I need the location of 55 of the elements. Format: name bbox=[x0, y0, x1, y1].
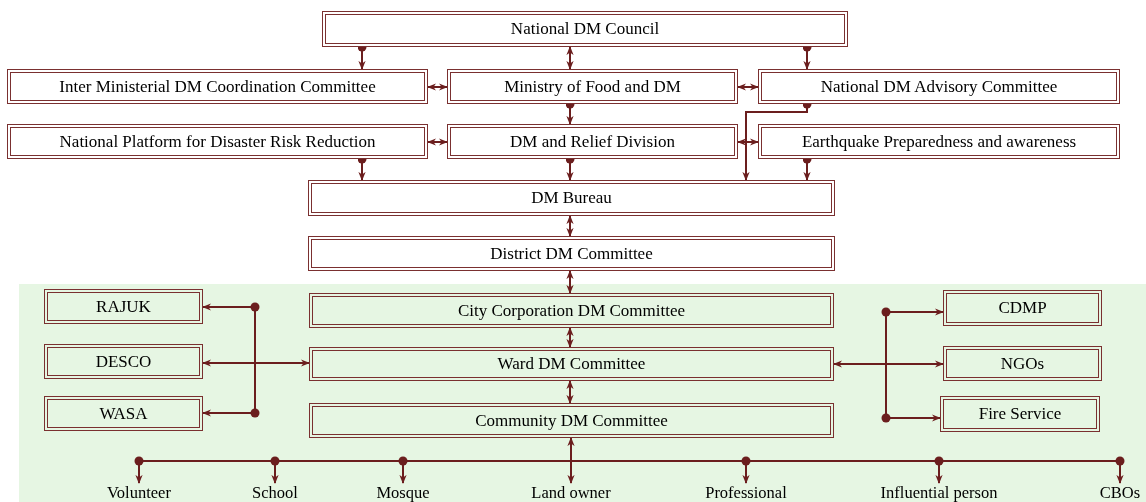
box-label: DM Bureau bbox=[531, 188, 612, 208]
connector-arrow bbox=[833, 363, 941, 422]
connector-arrow bbox=[566, 215, 574, 237]
connector-arrow bbox=[737, 83, 759, 91]
connector-arrow bbox=[737, 138, 759, 146]
committee-box bbox=[758, 124, 1120, 159]
connector-arrow bbox=[566, 46, 574, 70]
committee-box bbox=[447, 124, 738, 159]
committee-box bbox=[309, 403, 834, 438]
box-label: DESCO bbox=[95, 351, 152, 372]
box-label: Ward DM Committee bbox=[497, 354, 646, 374]
box-label: Earthquake Preparedness and awareness bbox=[801, 131, 1077, 152]
connector-arrow bbox=[427, 83, 448, 91]
box-label: Ministry of Food and DM bbox=[504, 76, 681, 97]
box-label: RAJUK bbox=[96, 296, 151, 317]
committee-box bbox=[7, 69, 428, 104]
committee-box bbox=[308, 180, 835, 216]
box-label: District DM Committee bbox=[490, 243, 653, 264]
member-label: Land owner bbox=[516, 483, 626, 502]
box-label: DM and Relief Division bbox=[510, 131, 675, 152]
committee-box bbox=[309, 347, 834, 381]
box-label: Fire Service bbox=[978, 404, 1062, 424]
highlight-panel bbox=[19, 284, 1146, 502]
committee-box bbox=[943, 346, 1102, 381]
box-label: Inter Ministerial DM Coordination Committee bbox=[59, 76, 376, 97]
connector-arrow bbox=[566, 327, 574, 348]
box-label: NGOs bbox=[1000, 353, 1045, 374]
connector-arrow bbox=[202, 362, 310, 417]
committee-box bbox=[943, 290, 1102, 326]
member-label: Mosque bbox=[363, 483, 443, 502]
box-label: National DM Council bbox=[510, 19, 660, 39]
committee-box bbox=[309, 293, 834, 328]
committee-box bbox=[44, 289, 203, 324]
box-label: National Platform for Disaster Risk Reduction bbox=[59, 131, 376, 152]
committee-box bbox=[44, 344, 203, 379]
box-label: National DM Advisory Committee bbox=[820, 76, 1058, 97]
box-label: WASA bbox=[99, 403, 148, 424]
member-label: Volunteer bbox=[89, 483, 189, 502]
connector-arrow bbox=[566, 270, 574, 294]
box-label: CDMP bbox=[998, 298, 1047, 318]
committee-box bbox=[308, 236, 835, 271]
committee-box bbox=[758, 69, 1120, 104]
member-label: CBOs bbox=[1094, 483, 1146, 502]
box-label: City Corporation DM Committee bbox=[457, 300, 686, 321]
committee-box bbox=[7, 124, 428, 159]
member-label: School bbox=[235, 483, 315, 502]
committee-box bbox=[44, 396, 203, 431]
member-label: Professional bbox=[691, 483, 801, 502]
member-label: Influential person bbox=[864, 483, 1014, 502]
connector-arrow bbox=[566, 380, 574, 404]
committee-box bbox=[940, 396, 1100, 432]
connector-arrow bbox=[427, 138, 448, 146]
committee-box bbox=[322, 11, 848, 47]
committee-box bbox=[447, 69, 738, 104]
box-label: Community DM Committee bbox=[475, 410, 668, 431]
